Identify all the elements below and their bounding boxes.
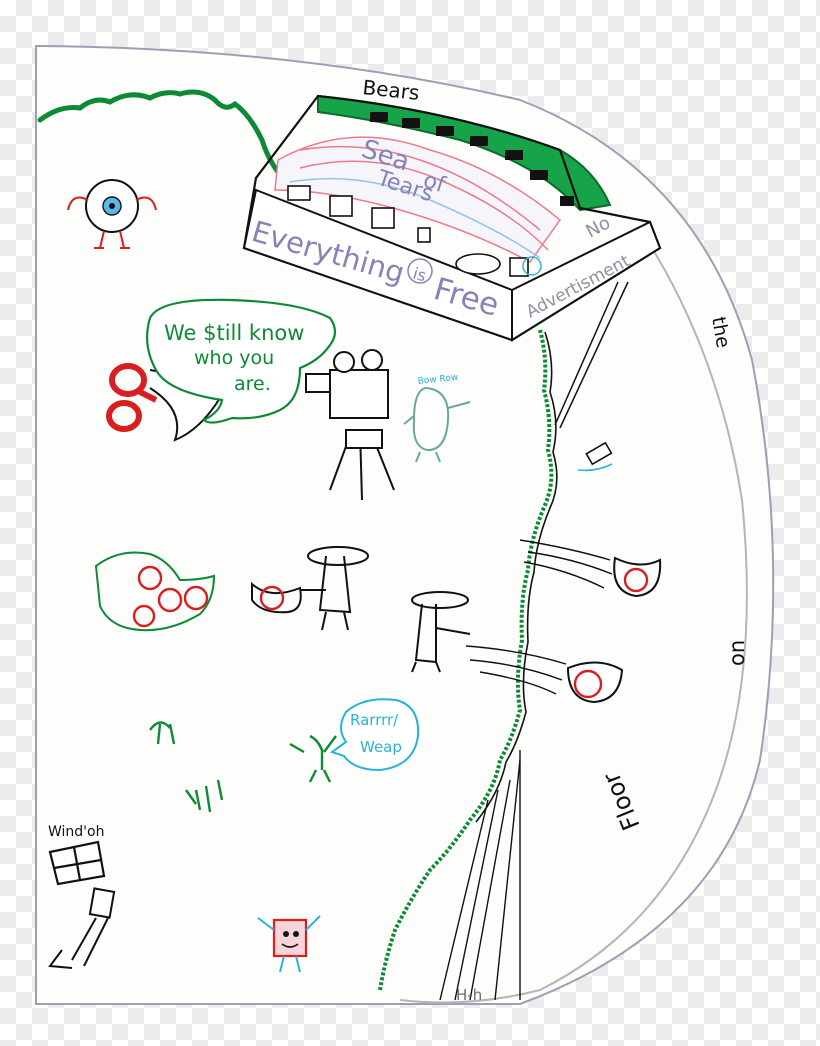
flying-bill [577, 441, 613, 472]
label-window: Wind'oh [48, 824, 104, 840]
speech-bubble-money [145, 298, 337, 424]
speech-line-3: are. [234, 373, 271, 395]
signature: H-h [456, 986, 482, 1004]
rarrr-line-1: Rarrrr/ [350, 711, 399, 729]
floor-edge-line [399, 247, 748, 1004]
support-beams [554, 281, 629, 429]
is-circle [407, 258, 433, 284]
speech-bubble-rarrr [329, 698, 420, 772]
grass-cliff-edge [378, 329, 554, 991]
green-creatures [149, 721, 337, 813]
at-circle [522, 256, 542, 276]
edge-label-on: on [725, 640, 749, 666]
window-frame [48, 840, 106, 886]
label-bow-row: Bow Row [417, 373, 458, 387]
falling-figure [48, 887, 116, 969]
rarrr-line-2: Weap [360, 738, 402, 756]
bean-creature [403, 386, 471, 463]
sea-of-tears-water [274, 136, 562, 263]
edge-label-the: the [707, 315, 734, 350]
cliff-line [475, 331, 558, 823]
green-bag-pile [94, 551, 216, 632]
speech-line-2: who you [194, 347, 274, 369]
label-bears: Bears [361, 75, 420, 105]
camera-on-tripod [305, 349, 395, 501]
box-creature [257, 915, 321, 973]
speech-line-1: We $till know [164, 321, 304, 345]
grass-edge-top [37, 89, 288, 183]
cliff-face [439, 750, 521, 1001]
stands-building [242, 94, 662, 342]
stands-side-face [511, 220, 662, 342]
cowboy-figures [300, 546, 471, 673]
motion-lines [465, 539, 613, 695]
dollar-circles [132, 565, 649, 699]
label-is: is [411, 264, 429, 286]
eyeball-creature [67, 179, 157, 249]
